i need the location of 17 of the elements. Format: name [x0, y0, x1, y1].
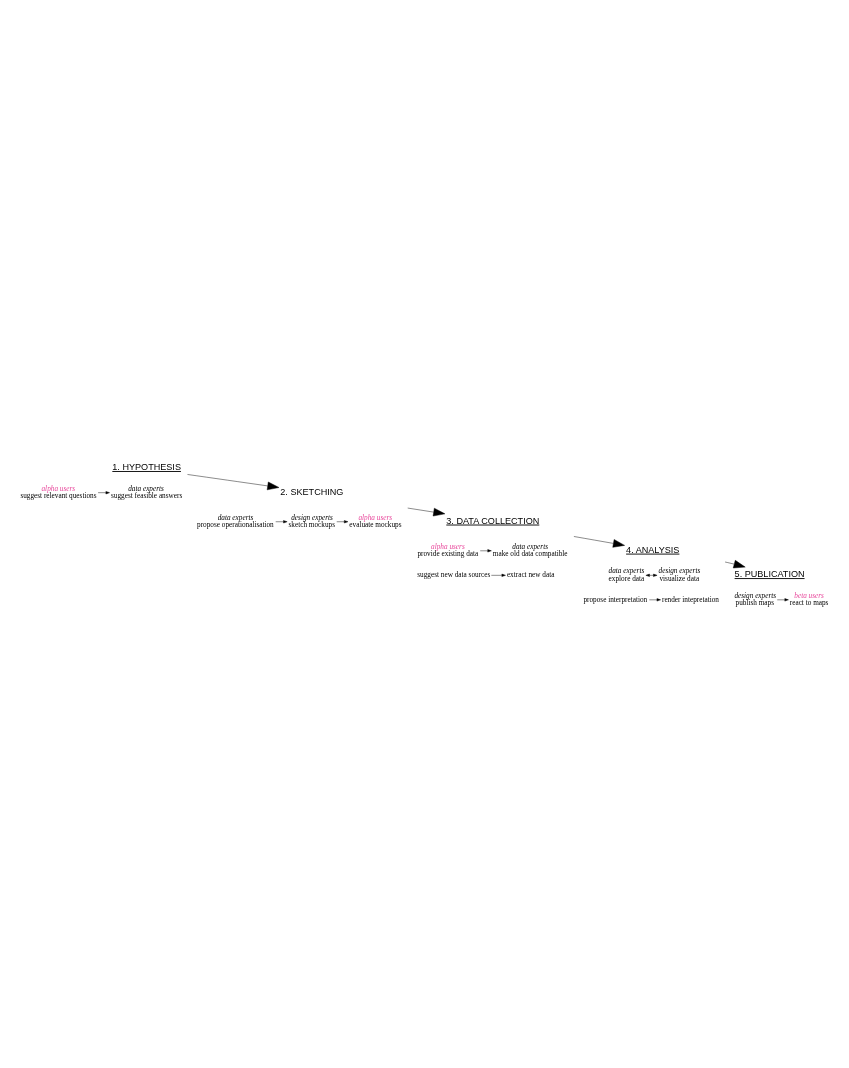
node-text: 5. PUBLICATION [734, 569, 805, 580]
node-text: 3. DATA COLLECTION [446, 515, 540, 526]
arrow [187, 474, 280, 491]
arrow [645, 573, 658, 577]
arrow [275, 520, 288, 524]
arrow [336, 520, 349, 524]
arrow [480, 549, 492, 553]
arrow [724, 560, 746, 569]
node-text: 1. HYPOTHESIS [112, 461, 181, 472]
arrow [573, 536, 625, 548]
arrow [407, 507, 446, 517]
arrow [97, 491, 110, 495]
arrow [649, 598, 661, 602]
arrow [491, 573, 506, 577]
node-text: 4. ANALYSIS [626, 544, 680, 555]
node-text: 2. SKETCHING [280, 486, 344, 497]
arrow [777, 598, 789, 602]
